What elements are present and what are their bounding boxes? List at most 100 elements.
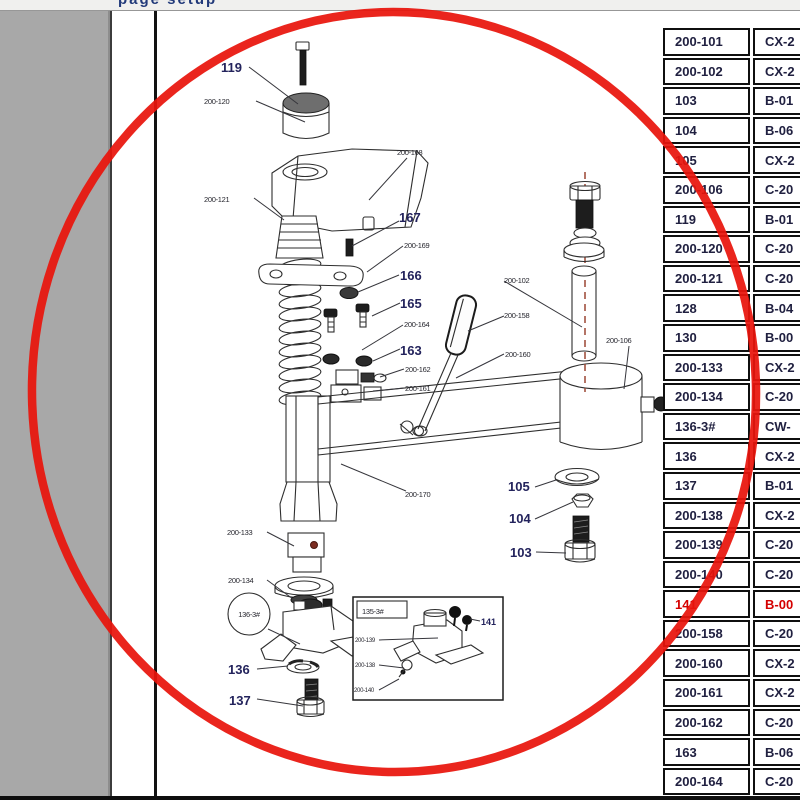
table-row: 136-3#CW- [663,412,800,441]
part-code-cell: CX-2 [753,57,800,86]
part-label-105: 105 [508,479,530,494]
part-code-cell: B-04 [753,294,800,322]
part-number-cell: 200-133 [663,353,750,382]
part-label-200-170: 200-170 [405,490,431,499]
part-label-200-138: 200-138 [355,663,376,669]
part-label-200-134: 200-134 [228,576,254,585]
part-number-cell: 141 [663,590,750,618]
part-code-cell: C-20 [753,767,800,796]
part-number-cell: 200-140 [663,560,750,589]
part-number-cell: 137 [663,471,750,500]
part-number-cell: 128 [663,294,750,322]
part-number-cell: 200-139 [663,531,750,559]
exploded-view-art [227,41,677,718]
part-code-cell: C-20 [753,383,800,411]
part-label-200-133: 200-133 [227,528,253,537]
part-number-cell: 104 [663,116,750,145]
part-label-200-121: 200-121 [204,195,230,204]
part-code-cell: C-20 [753,175,800,204]
part-label-163: 163 [400,343,422,358]
part-number-cell: 200-102 [663,57,750,86]
part-label-200-139: 200-139 [355,638,376,644]
part-label-200-120: 200-120 [204,97,230,106]
part-number-cell: 136 [663,442,750,470]
part-number-cell: 200-138 [663,501,750,530]
part-code-cell: C-20 [753,708,800,737]
part-code-cell: C-20 [753,235,800,263]
part-label-200-162: 200-162 [405,365,431,374]
part-number-cell: 163 [663,738,750,766]
part-number-cell: 130 [663,323,750,352]
part-code-cell: CX-2 [753,28,800,56]
part-label-104: 104 [509,511,531,526]
part-code-cell: C-20 [753,264,800,293]
part-label-200-106: 200-106 [606,336,632,345]
part-number-cell: 200-106 [663,175,750,204]
part-label-200-140: 200-140 [354,688,375,694]
part-number-cell: 136-3# [663,412,750,441]
part-code-cell: B-00 [753,323,800,352]
part-code-cell: C-20 [753,619,800,648]
part-number-cell: 200-121 [663,264,750,293]
part-code-cell: C-20 [753,560,800,589]
part-label-200-102: 200-102 [504,276,530,285]
part-label-200-160: 200-160 [505,350,531,359]
inset-title-135-3: 135-3# [362,607,385,616]
toolbar-text-fragment: page setup [118,0,217,8]
part-label-167: 167 [399,210,421,225]
part-label-200-168: 200-168 [397,148,423,157]
part-number-cell: 200-162 [663,708,750,737]
part-code-cell: B-00 [753,590,800,618]
part-label-119: 119 [221,60,242,75]
part-label-166: 166 [400,268,422,283]
part-number-cell: 105 [663,146,750,174]
part-label-141: 141 [481,617,496,627]
part-label-200-164: 200-164 [404,320,430,329]
part-number-cell: 200-164 [663,767,750,796]
part-number-cell: 103 [663,87,750,115]
part-code-cell: B-01 [753,471,800,500]
part-number-cell: 200-161 [663,679,750,707]
part-label-200-169: 200-169 [404,241,430,250]
part-code-cell: B-01 [753,205,800,234]
part-number-cell: 200-158 [663,619,750,648]
part-code-cell: CX-2 [753,146,800,174]
part-number-cell: 119 [663,205,750,234]
part-code-cell: C-20 [753,531,800,559]
part-code-cell: CX-2 [753,353,800,382]
part-code-cell: B-06 [753,116,800,145]
part-code-cell: B-06 [753,738,800,766]
part-number-cell: 200-101 [663,28,750,56]
part-code-cell: CW- [753,412,800,441]
part-code-cell: CX-2 [753,442,800,470]
part-code-cell: B-01 [753,87,800,115]
part-number-cell: 200-134 [663,383,750,411]
part-code-cell: CX-2 [753,679,800,707]
part-code-cell: CX-2 [753,501,800,530]
part-label-200-158: 200-158 [504,311,530,320]
part-number-cell: 200-120 [663,235,750,263]
